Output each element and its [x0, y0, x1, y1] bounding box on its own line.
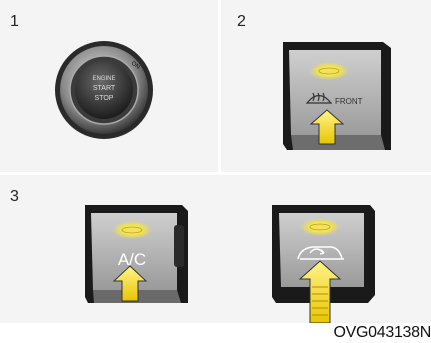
start-button-label-line-3: STOP: [95, 95, 114, 102]
figure-code: OVG043138N: [333, 322, 431, 343]
ac-indicator-light: [122, 227, 142, 233]
start-button-label-line-1: ENGINE: [92, 76, 115, 82]
defrost-button-base: [291, 135, 385, 150]
start-button-label-line-2: START: [93, 85, 116, 92]
step-2-panel: 2: [221, 0, 431, 172]
defrost-button-label: FRONT: [335, 97, 363, 106]
ac-button-side-tab: [174, 225, 184, 267]
ac-recirculation-illustration: A/C: [0, 175, 431, 323]
ac-button-label: A/C: [118, 250, 146, 269]
step-3-panel: 3: [0, 175, 431, 323]
defrost-indicator-light: [319, 68, 339, 74]
engine-start-stop-illustration: ENGINE START STOP ON: [0, 0, 218, 172]
step-1-panel: 1 ENGINE START STOP ON: [0, 0, 218, 172]
recirculation-indicator-light: [310, 224, 330, 230]
front-defrost-illustration: FRONT: [221, 0, 431, 172]
